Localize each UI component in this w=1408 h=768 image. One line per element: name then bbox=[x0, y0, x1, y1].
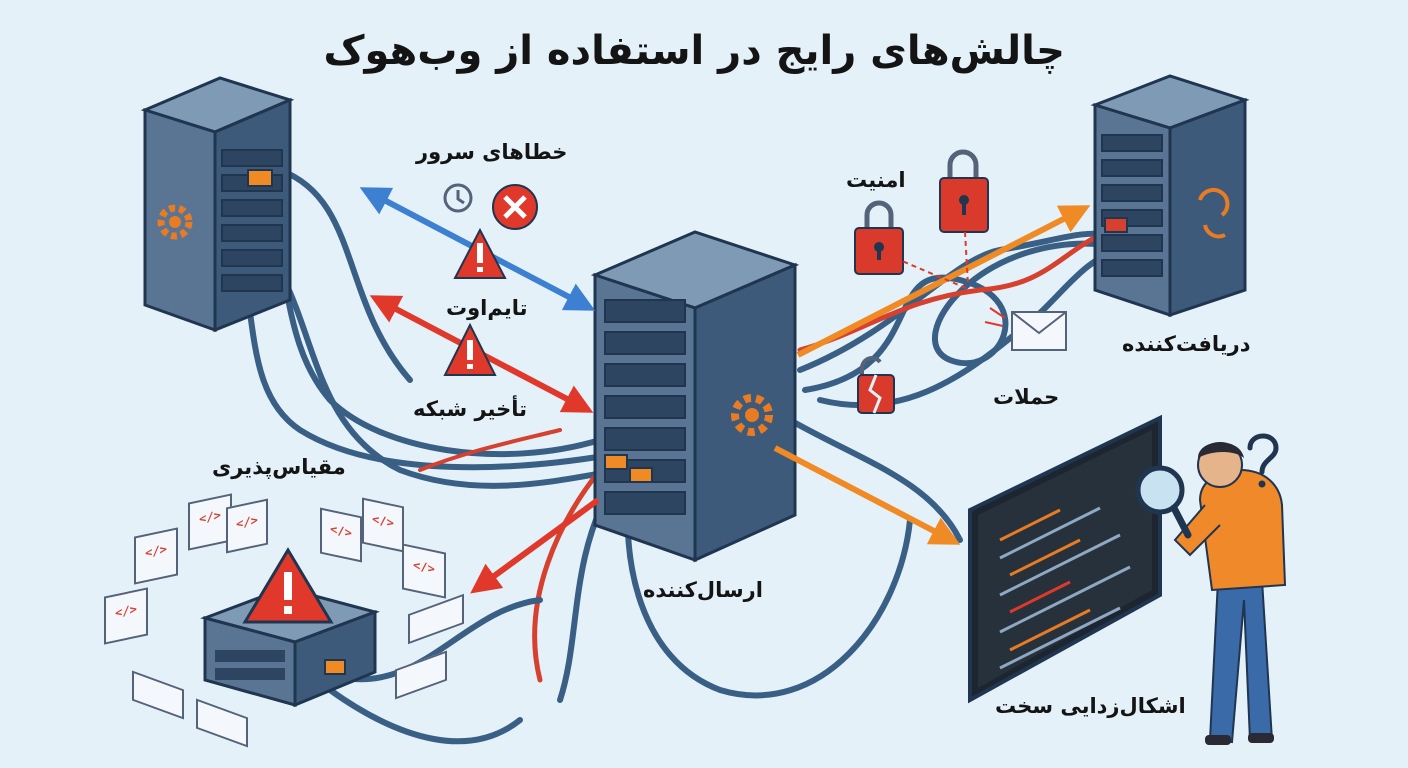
code-card: </> bbox=[320, 507, 362, 563]
code-icon: </> bbox=[413, 557, 435, 577]
warning-icon bbox=[453, 227, 507, 279]
server-errors-label: خطاهای سرور bbox=[416, 140, 568, 164]
hard-debugging-label: اشکال‌زدایی سخت bbox=[995, 694, 1186, 718]
code-monitor bbox=[968, 414, 1162, 704]
code-card: </> bbox=[104, 587, 148, 645]
scalability-label: مقیاس‌پذیری bbox=[212, 455, 346, 479]
warning-icon bbox=[443, 322, 497, 376]
attacks-label: حملات bbox=[993, 385, 1060, 409]
code-card: </> bbox=[402, 543, 446, 599]
gear-icon bbox=[157, 204, 193, 240]
code-card: </> bbox=[134, 527, 178, 585]
left-server bbox=[140, 76, 295, 333]
gear-icon bbox=[731, 394, 773, 436]
debugging-arrow bbox=[773, 445, 961, 545]
code-card: </> bbox=[226, 498, 268, 554]
padlock-icon bbox=[854, 200, 904, 275]
code-icon: </> bbox=[145, 541, 167, 561]
clock-icon bbox=[443, 183, 473, 213]
code-icon: </> bbox=[236, 512, 258, 532]
magnifier-icon bbox=[1135, 465, 1192, 539]
timeout-label: تایم‌اوت bbox=[446, 296, 528, 320]
code-icon: </> bbox=[372, 511, 394, 531]
page-title: چالش‌های رایج در استفاده از وب‌هوک bbox=[323, 28, 1065, 74]
security-label: امنیت bbox=[846, 168, 906, 192]
sender-label: ارسال‌کننده bbox=[643, 578, 763, 602]
developer-figure bbox=[1173, 442, 1287, 745]
receiver-label: دریافت‌کننده bbox=[1122, 332, 1251, 356]
code-icon: </> bbox=[330, 521, 352, 541]
code-icon: </> bbox=[199, 507, 221, 527]
envelope-icon bbox=[984, 307, 1067, 351]
receiver-arrow bbox=[796, 205, 1091, 358]
question-mark-icon bbox=[1247, 433, 1279, 488]
close-icon bbox=[492, 184, 538, 230]
sender-server bbox=[590, 230, 800, 563]
code-card: </> bbox=[362, 497, 404, 553]
warning-icon bbox=[242, 547, 334, 624]
broken-padlock-icon bbox=[857, 356, 895, 414]
scalability-arrow bbox=[470, 497, 600, 594]
code-icon: </> bbox=[115, 601, 137, 621]
refresh-icon bbox=[1198, 187, 1230, 239]
receiver-server bbox=[1090, 74, 1250, 318]
padlock-icon bbox=[939, 149, 989, 233]
network-delay-label: تأخیر شبکه bbox=[413, 397, 528, 421]
